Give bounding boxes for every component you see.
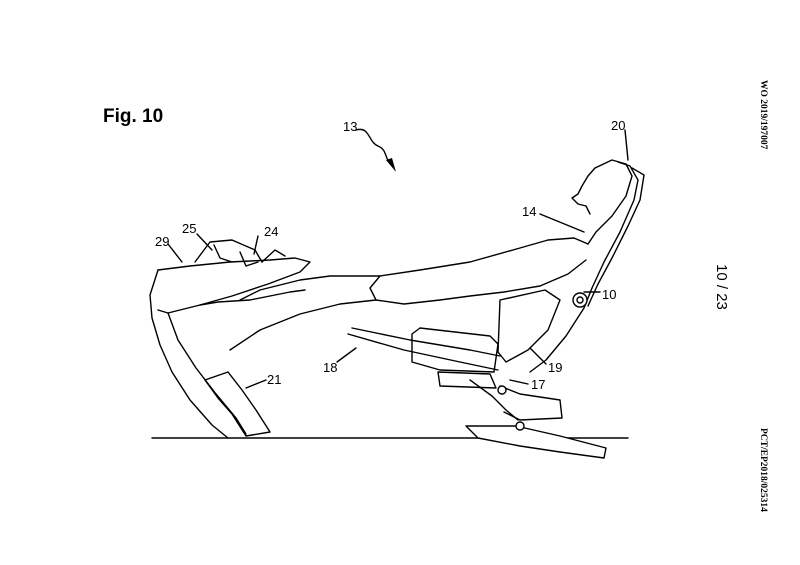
leader-13-arrow bbox=[386, 158, 396, 172]
label-21: 21 bbox=[267, 372, 281, 387]
label-14: 14 bbox=[522, 204, 536, 219]
page-number: 10 / 23 bbox=[713, 264, 730, 310]
publication-number: WO 2019/197007 bbox=[758, 80, 768, 150]
label-20: 20 bbox=[611, 118, 625, 133]
label-25: 25 bbox=[182, 221, 196, 236]
seat bbox=[347, 161, 645, 389]
figure-title: Fig. 10 bbox=[103, 106, 164, 127]
leader-lines bbox=[167, 129, 629, 389]
label-19: 19 bbox=[548, 360, 562, 375]
leader-13 bbox=[355, 128, 393, 165]
label-10: 10 bbox=[602, 287, 616, 302]
label-17: 17 bbox=[531, 377, 545, 392]
label-13: 13 bbox=[343, 119, 357, 134]
label-24: 24 bbox=[264, 224, 278, 239]
application-number: PCT/EP2018/025314 bbox=[758, 428, 768, 512]
seat-base bbox=[465, 379, 607, 459]
label-18: 18 bbox=[323, 360, 337, 375]
occupant bbox=[229, 159, 633, 351]
front-console bbox=[149, 239, 311, 439]
label-29: 29 bbox=[155, 234, 169, 249]
